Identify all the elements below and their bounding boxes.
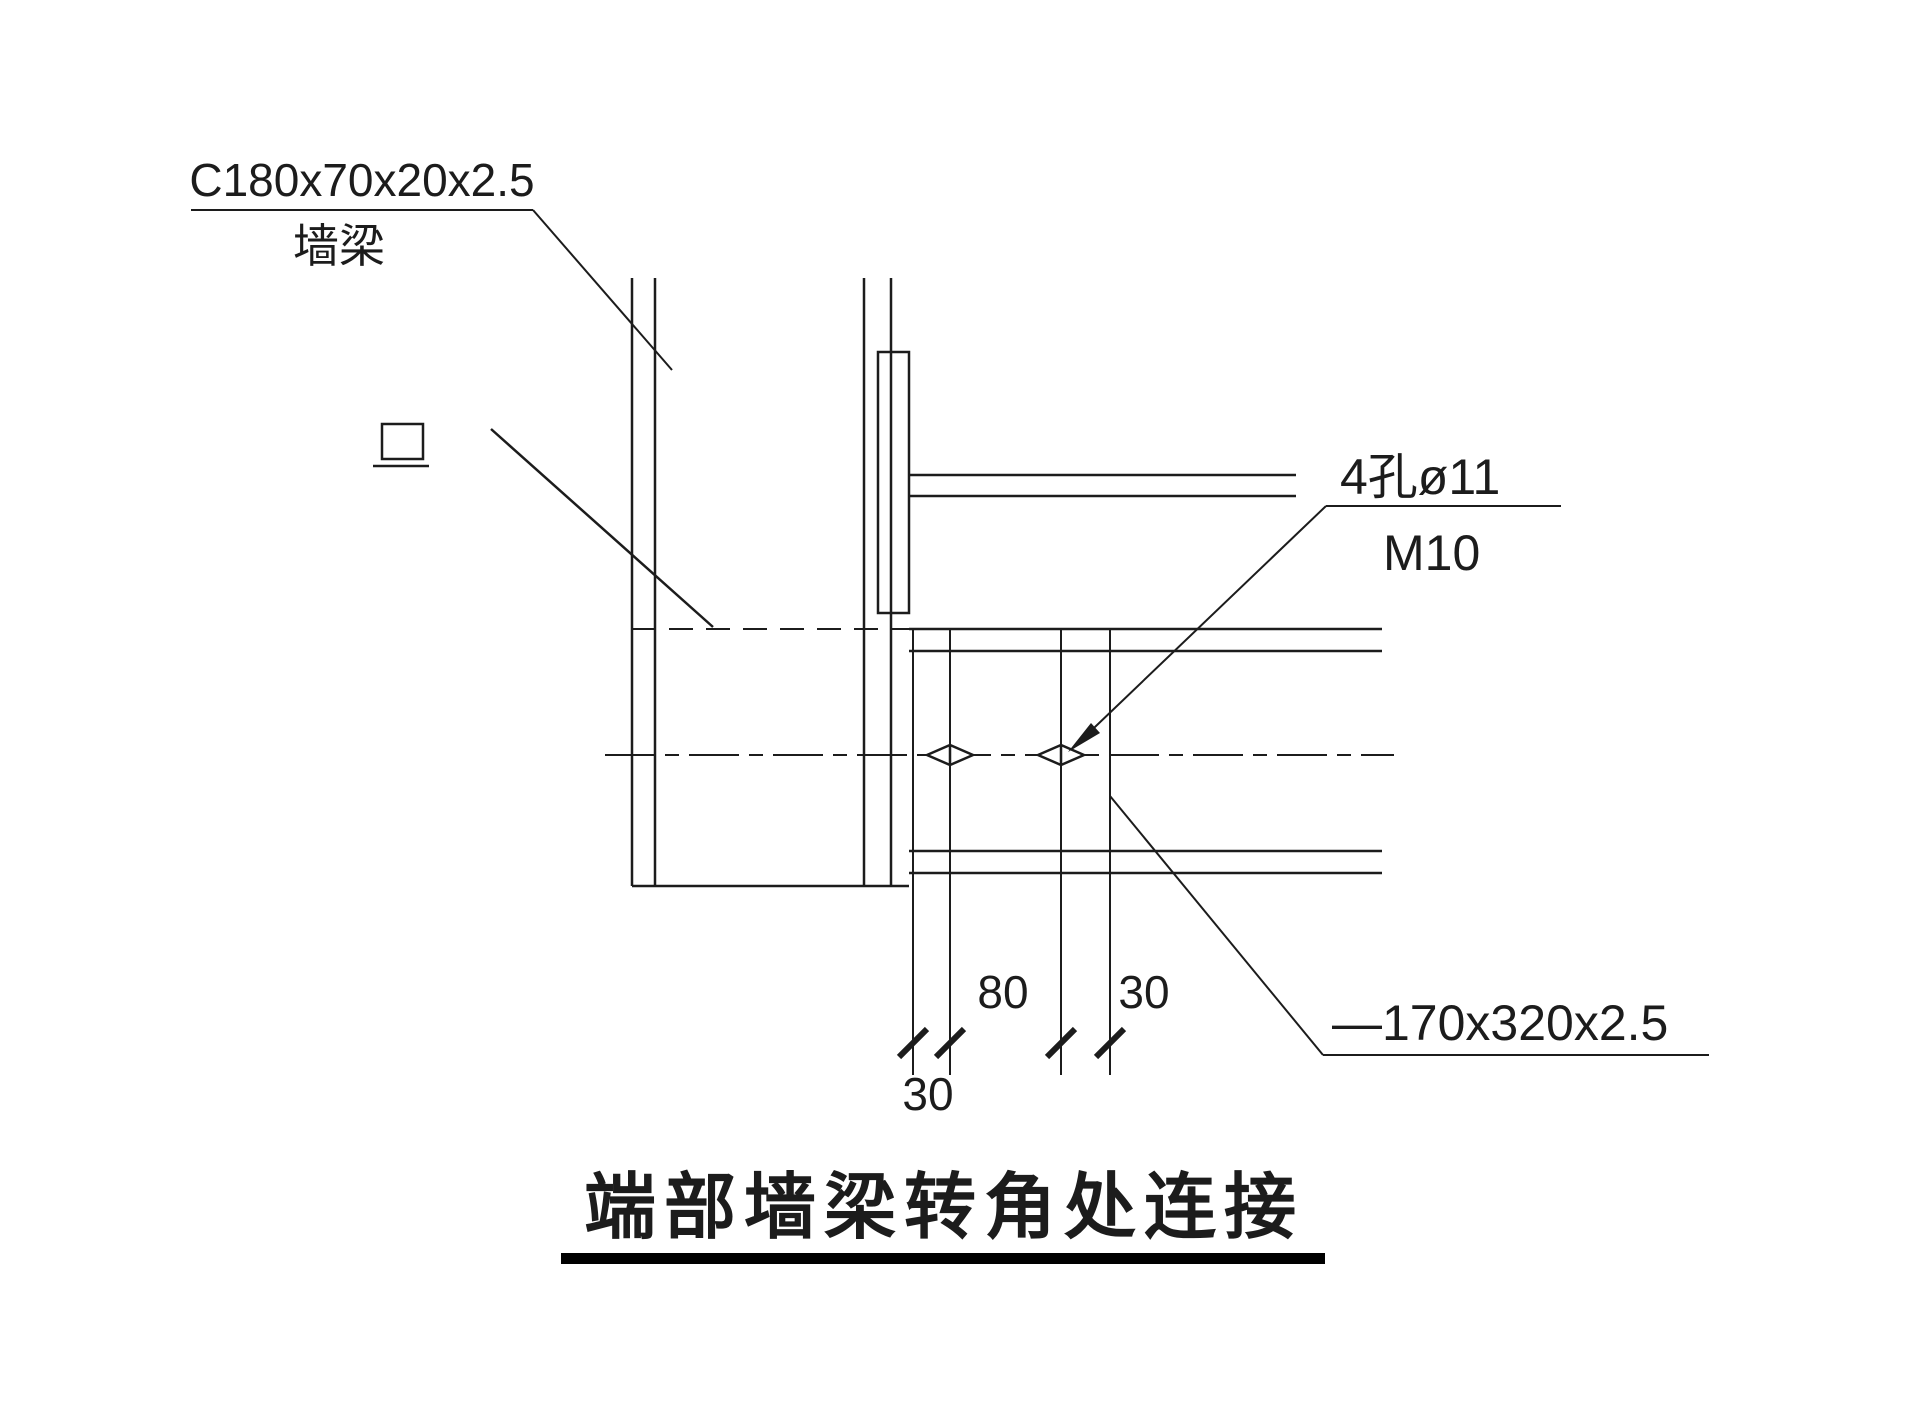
bolt-spec-label: M10	[1383, 525, 1480, 581]
dimension-30-right-label: 30	[1118, 966, 1169, 1018]
leader-beam-spec	[191, 209, 673, 371]
column-flange-plate	[876, 350, 911, 615]
beam-name-label: 墙梁	[293, 220, 385, 272]
dimension-80-label: 80	[977, 966, 1028, 1018]
dimension-ticks	[896, 1026, 1127, 1060]
leader-hole-spec	[1068, 505, 1561, 752]
leader-hole-arrowhead	[1068, 723, 1100, 752]
break-symbol	[373, 422, 714, 628]
hole-spec-label: 4孔ø11	[1340, 449, 1500, 505]
dimension-30-bottom-label: 30	[902, 1068, 953, 1120]
dim-tick-1	[896, 1026, 930, 1060]
beam-lines	[909, 473, 1382, 875]
plate-spec-label: —170x320x2.5	[1332, 995, 1668, 1051]
column-lines	[630, 278, 911, 888]
leader-plate-spec	[1109, 795, 1709, 1056]
leader-beam-spec-diagonal	[532, 209, 673, 371]
drawing-title-underline	[561, 1253, 1325, 1264]
leader-hole-spec-diagonal	[1072, 505, 1327, 749]
gauge-lines	[912, 629, 1111, 1075]
leader-plate-spec-diagonal	[1109, 795, 1324, 1056]
break-symbol-square	[380, 422, 425, 461]
bolt-symbols	[923, 743, 1088, 767]
dim-tick-3	[1044, 1026, 1078, 1060]
dim-tick-2	[933, 1026, 967, 1060]
break-symbol-diagonal	[490, 428, 714, 628]
beam-spec-label: C180x70x20x2.5	[189, 154, 534, 206]
drawing-title: 端部墙梁转角处连接	[584, 1168, 1304, 1248]
dim-tick-4	[1093, 1026, 1127, 1060]
